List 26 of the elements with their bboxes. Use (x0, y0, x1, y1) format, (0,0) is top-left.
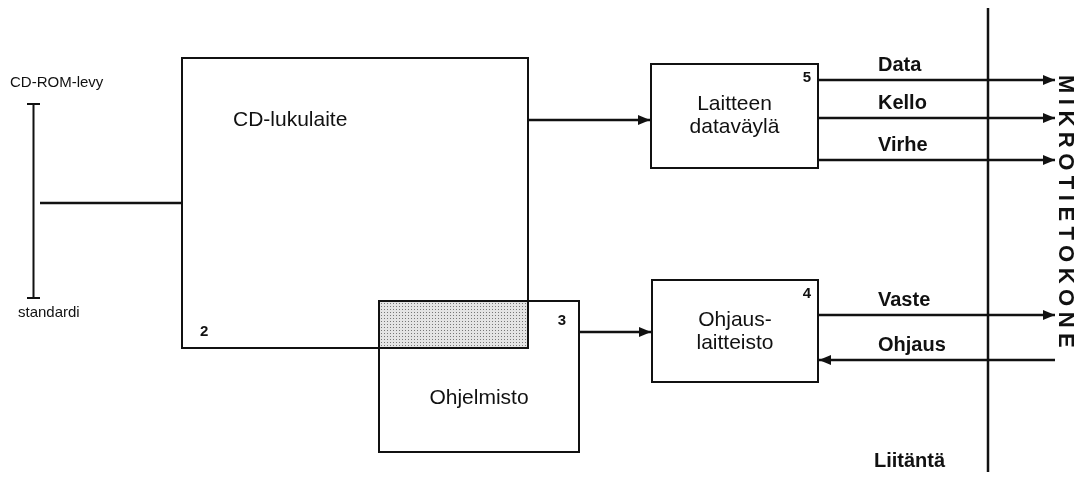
edge-label: Ohjaus (877, 334, 947, 355)
arrow (819, 355, 1055, 365)
box-number: 3 (557, 312, 566, 329)
box-title: Ohjelmisto (428, 385, 530, 409)
box-title: CD-lukulaite (233, 107, 348, 131)
computer-label: MIKROTIETOKONE (1055, 75, 1077, 354)
connector-line (40, 201, 181, 205)
arrow (819, 310, 1055, 320)
disc-label: CD-ROM-levy (10, 74, 104, 91)
box-number: 4 (802, 285, 811, 302)
shaded-area (380, 302, 528, 348)
arrow (819, 155, 1055, 165)
process-box (378, 300, 580, 453)
process-box (651, 279, 819, 383)
box-number: 5 (802, 69, 811, 86)
arrow (580, 327, 651, 337)
box-title: Ohjaus- laitteisto (695, 307, 775, 354)
standard-label: standardi (18, 304, 80, 321)
disc-bar (27, 103, 40, 299)
arrow (819, 75, 1055, 85)
process-box (650, 63, 819, 169)
box-title: Laitteen dataväylä (688, 91, 781, 138)
process-box (181, 57, 529, 349)
box-number: 2 (200, 323, 209, 340)
arrow (529, 115, 650, 125)
arrow (819, 113, 1055, 123)
